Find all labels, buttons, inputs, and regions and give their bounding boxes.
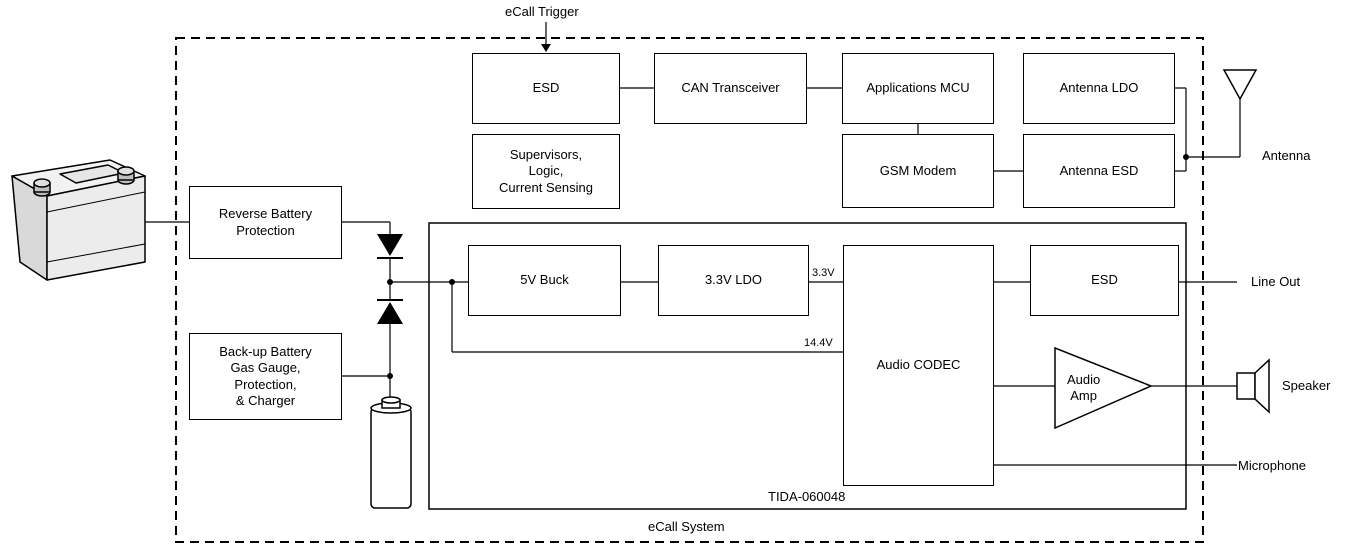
esd-top-block: ESD: [472, 53, 620, 124]
backup-line-4: & Charger: [235, 392, 296, 408]
amp-line-1: Audio: [1067, 372, 1101, 387]
line-out-label: Line Out: [1251, 274, 1301, 289]
antenna-ldo-block: Antenna LDO: [1023, 53, 1175, 124]
antenna-esd-block: Antenna ESD: [1023, 134, 1175, 208]
trigger-arrowhead: [541, 44, 551, 52]
ecall-system-label: eCall System: [648, 519, 725, 534]
wires: [145, 22, 1241, 466]
tida-label: TIDA-060048: [768, 489, 846, 504]
gsm-modem-block: GSM Modem: [842, 134, 994, 208]
ldo-3v3-block: 3.3V LDO: [658, 245, 809, 316]
speaker-label: Speaker: [1282, 378, 1331, 393]
reverse-battery-line-1: Reverse Battery: [218, 206, 313, 222]
backup-line-2: Gas Gauge,: [230, 360, 301, 376]
v144-label: 14.4V: [804, 337, 833, 349]
cell-battery-icon: [370, 396, 412, 509]
antenna-label: Antenna: [1262, 148, 1311, 163]
applications-mcu-block: Applications MCU: [842, 53, 994, 124]
ecall-system-boundary: [175, 37, 1204, 543]
microphone-label: Microphone: [1238, 458, 1306, 473]
reverse-battery-line-2: Protection: [236, 222, 295, 238]
audio-codec-block: Audio CODEC: [843, 245, 994, 486]
backup-line-1: Back-up Battery: [219, 344, 312, 359]
reverse-battery-block: Reverse Battery Protection: [189, 186, 342, 259]
can-transceiver-block: CAN Transceiver: [654, 53, 807, 124]
tida-boundary: [428, 222, 1187, 510]
diode-icon: [377, 234, 403, 259]
buck-5v-block: 5V Buck: [468, 245, 621, 316]
ecall-trigger-label: eCall Trigger: [505, 4, 579, 19]
amp-line-2: Amp: [1070, 388, 1097, 403]
supervisors-line-1: Supervisors,: [509, 147, 583, 163]
speaker-icon: [1236, 358, 1270, 414]
diode-icon: [377, 299, 403, 324]
antenna-icon: [1222, 69, 1258, 101]
esd-audio-block: ESD: [1030, 245, 1179, 316]
car-battery-icon: [11, 159, 146, 281]
junction-dots: [387, 154, 1189, 379]
backup-battery-block: Back-up Battery Gas Gauge, Protection, &…: [189, 333, 342, 420]
amplifier-icon: [1054, 346, 1153, 430]
supervisors-line-2: Logic,: [528, 163, 564, 179]
audio-amp-label: Audio Amp: [1067, 372, 1100, 404]
supervisors-block: Supervisors, Logic, Current Sensing: [472, 134, 620, 209]
v33-label: 3.3V: [812, 267, 835, 279]
backup-line-3: Protection,: [234, 376, 297, 392]
supervisors-line-3: Current Sensing: [499, 179, 593, 195]
